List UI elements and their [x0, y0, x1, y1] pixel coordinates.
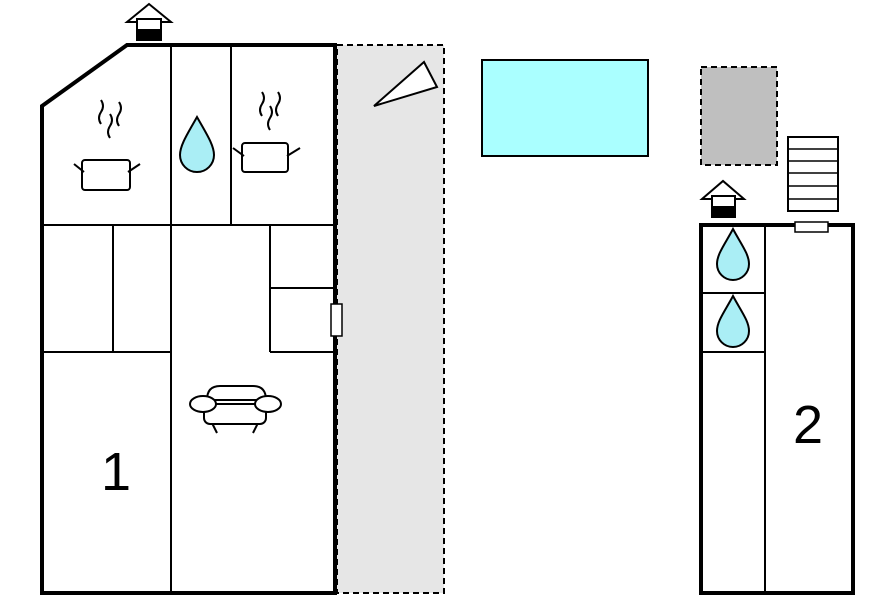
stairs-icon: [787, 136, 839, 212]
building-2: [699, 223, 855, 595]
building-1: [40, 43, 337, 595]
room-number-2: 2: [793, 395, 823, 455]
room-number-1: 1: [101, 442, 131, 502]
water-drop-icon: [715, 226, 751, 281]
door-icon: [330, 303, 343, 337]
kitchen-pot-icon: [73, 99, 141, 191]
house-entrance-icon: [124, 2, 174, 41]
water-drop-icon: [715, 293, 751, 348]
terrace-area: [336, 44, 445, 594]
sofa-icon: [189, 385, 282, 434]
door-icon: [794, 221, 829, 233]
pool-area: [481, 59, 649, 157]
house-entrance-icon: [699, 179, 747, 218]
water-drop-icon: [178, 114, 216, 173]
kitchen-pot-icon: [232, 91, 301, 173]
carport-area: [700, 66, 778, 166]
triangle-marker-icon: [373, 60, 439, 107]
